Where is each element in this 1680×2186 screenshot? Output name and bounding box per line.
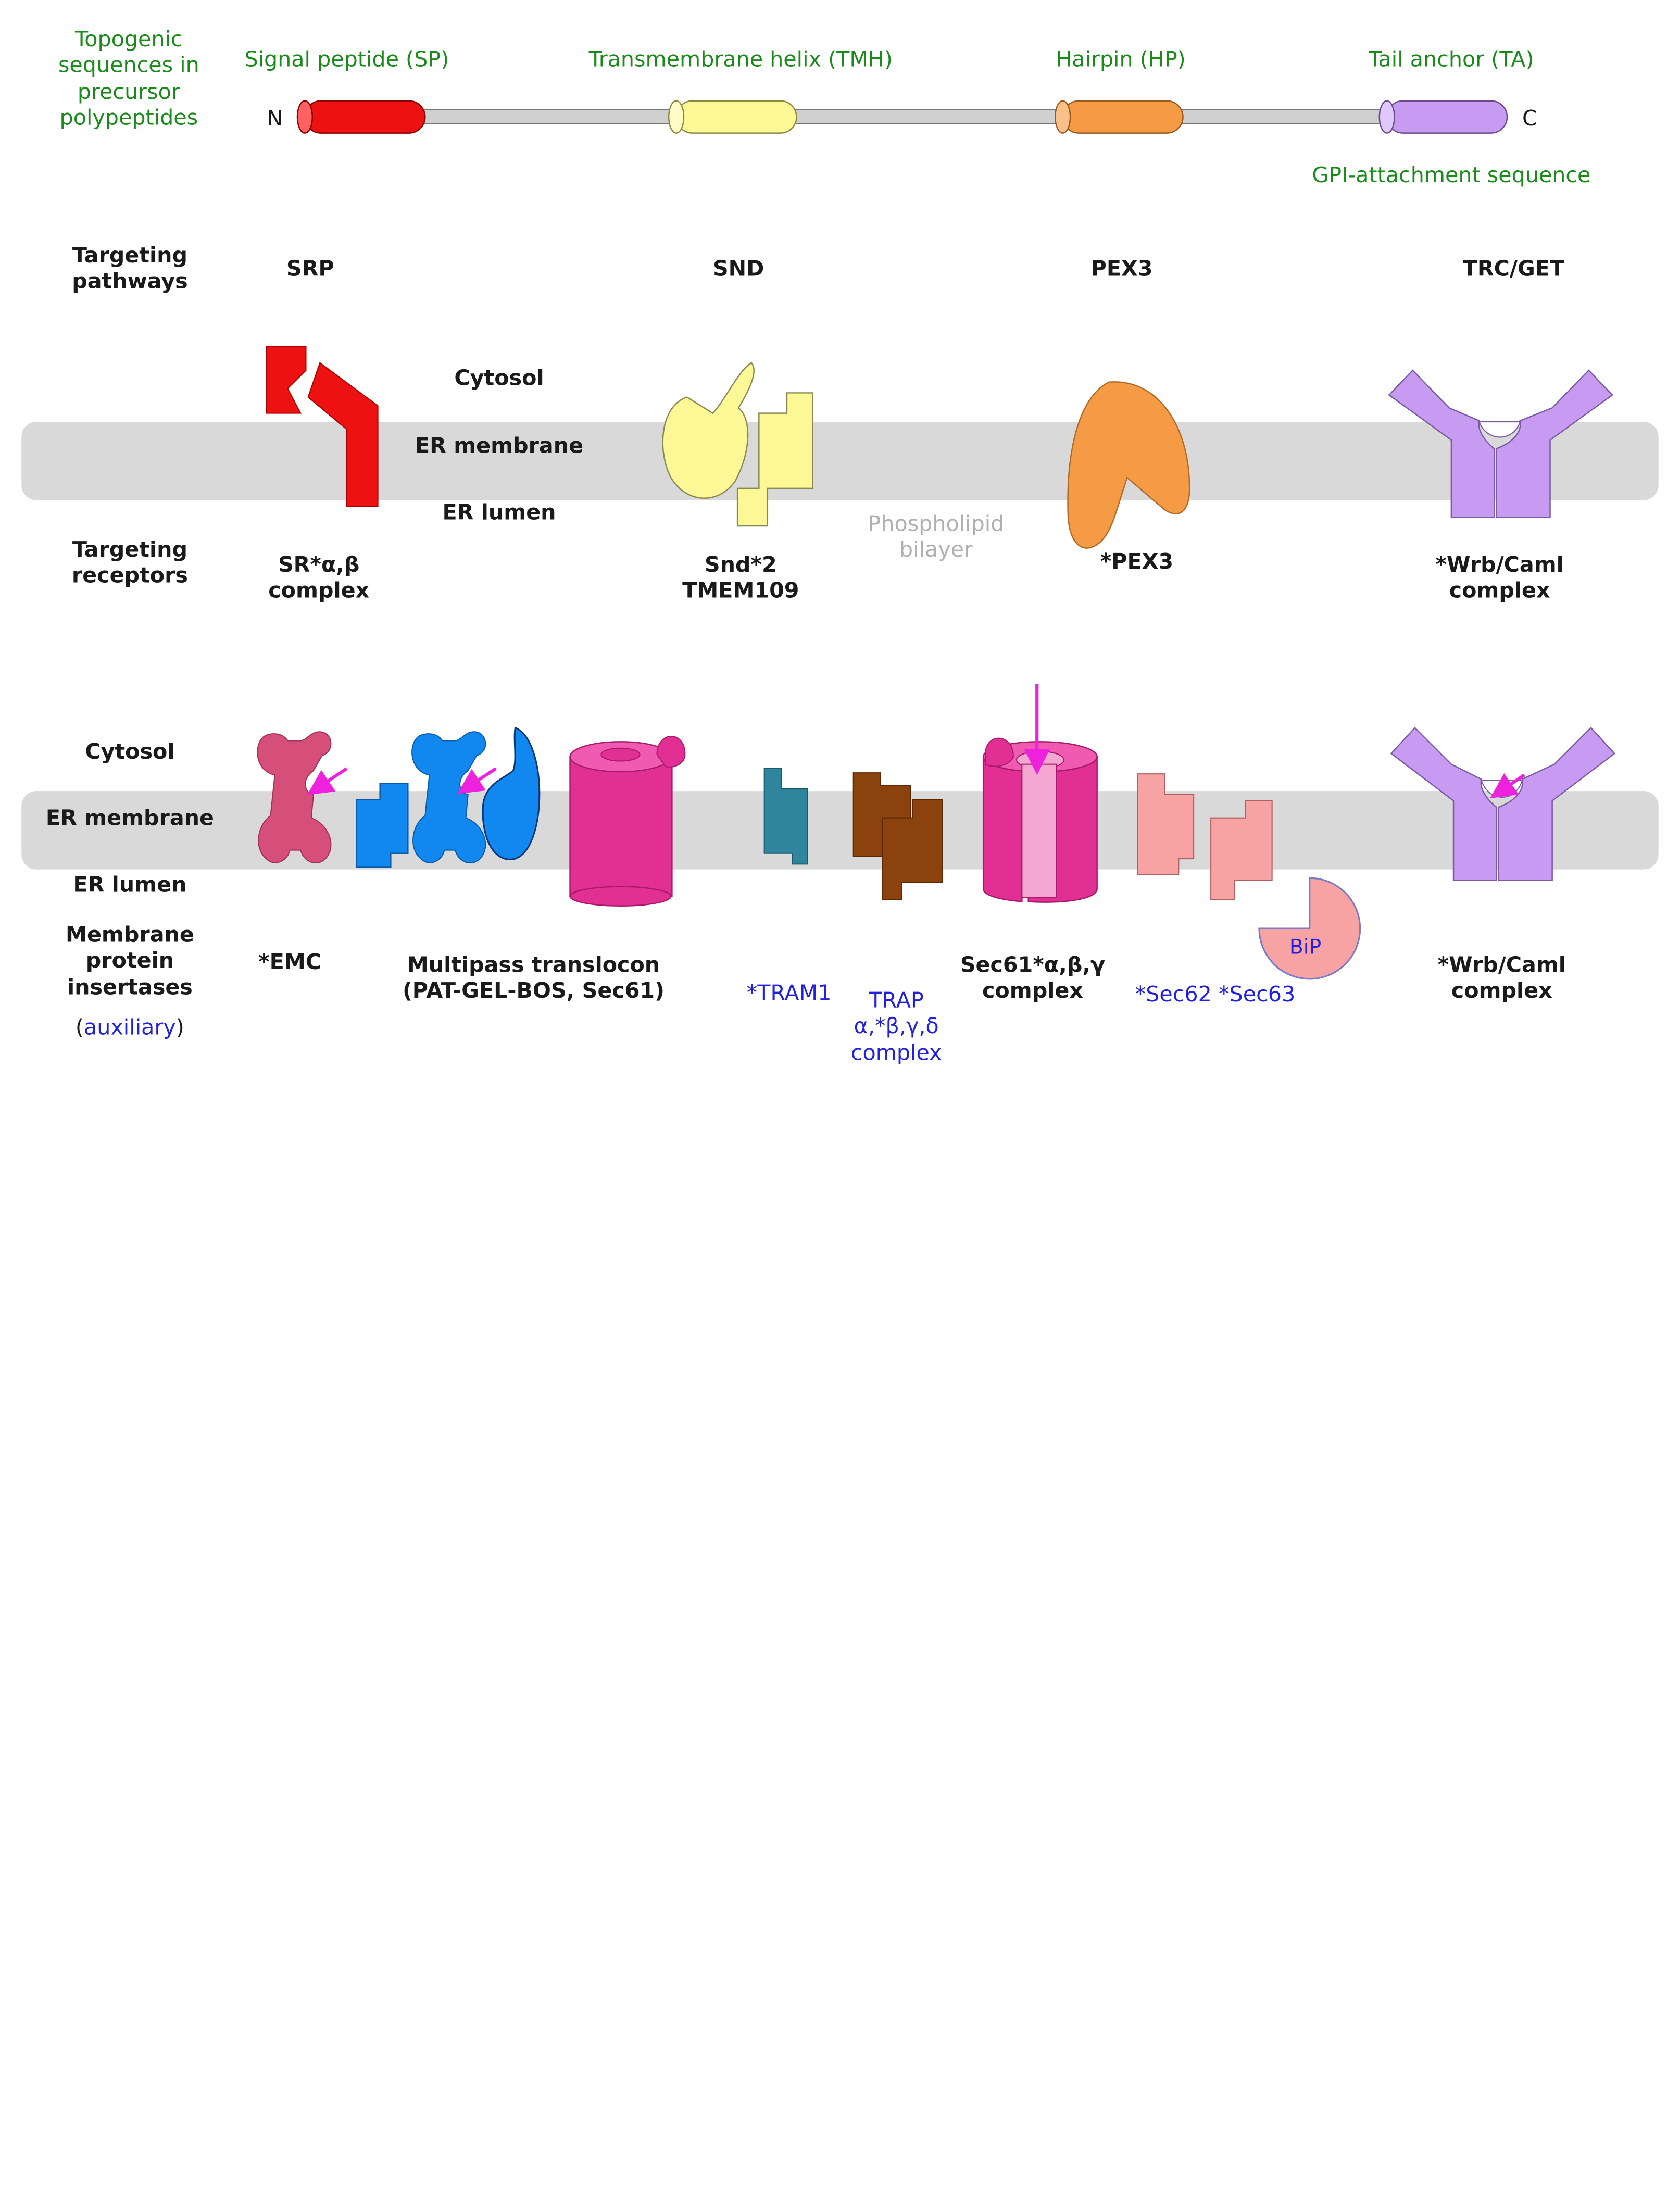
insertion-arrow-icon bbox=[457, 767, 497, 794]
receptor-sr: SR*α,β complex bbox=[268, 551, 370, 604]
er-membrane-label-top: ER membrane bbox=[415, 432, 584, 458]
targeting-receptors-heading: Targeting receptors bbox=[71, 536, 188, 588]
auxiliary-sec62-sec63: *Sec62 *Sec63 bbox=[1135, 981, 1296, 1007]
pex3-receptor-shape bbox=[1067, 381, 1190, 549]
bip-label: BiP bbox=[1289, 935, 1322, 959]
cytosol-label-top: Cytosol bbox=[454, 365, 544, 391]
targeting-pathways-heading: Targeting pathways bbox=[72, 242, 188, 294]
sec61-channel-shape bbox=[982, 737, 1098, 903]
c-terminus-label: C bbox=[1522, 105, 1537, 131]
polypeptide-backbone bbox=[305, 109, 1487, 124]
gpi-label: GPI-attachment sequence bbox=[1312, 161, 1591, 188]
insertase-emc: *EMC bbox=[258, 948, 322, 975]
trap-complex-shape bbox=[852, 772, 943, 900]
auxiliary-word: auxiliary bbox=[84, 1014, 176, 1040]
emc-shape bbox=[257, 731, 332, 863]
signal-peptide-label: Signal peptide (SP) bbox=[244, 46, 449, 72]
sr-receptor-shape bbox=[266, 346, 379, 507]
multipass-cylinder-shape bbox=[569, 736, 686, 907]
tail-anchor-label: Tail anchor (TA) bbox=[1369, 46, 1534, 72]
auxiliary-heading-line: (auxiliary) bbox=[76, 1014, 184, 1040]
auxiliary-trap: TRAP α,*β,γ,δ complex bbox=[850, 987, 942, 1065]
er-lumen-label-top: ER lumen bbox=[442, 499, 556, 525]
pathway-srp: SRP bbox=[286, 255, 334, 281]
tram1-shape bbox=[763, 768, 808, 865]
tmh-cylinder bbox=[668, 100, 797, 134]
er-membrane-label-bottom: ER membrane bbox=[45, 805, 214, 831]
wrb-caml-receptor-top bbox=[1388, 369, 1613, 518]
insertase-sec61: Sec61*α,β,γ complex bbox=[960, 951, 1106, 1004]
insertases-heading: Membrane protein insertases bbox=[65, 921, 194, 1000]
aux-paren-open: ( bbox=[75, 1014, 84, 1040]
insertion-arrow-icon bbox=[1490, 773, 1525, 799]
sec62-sec63-shapes bbox=[1137, 773, 1273, 900]
auxiliary-tram1: *TRAM1 bbox=[746, 979, 832, 1006]
receptor-pex3: *PEX3 bbox=[1100, 548, 1174, 574]
topogenic-heading: Topogenic sequences in precursor polypep… bbox=[58, 26, 199, 131]
pathway-pex3: PEX3 bbox=[1090, 255, 1153, 281]
translocon-dumbbell-shape bbox=[411, 731, 486, 863]
precursor-polypeptide bbox=[296, 100, 1508, 134]
diagram-canvas bbox=[21, 100, 1659, 980]
signal-peptide-cylinder bbox=[296, 100, 426, 134]
hairpin-cylinder bbox=[1055, 100, 1184, 134]
bip-shape bbox=[1258, 877, 1361, 980]
tmh-label: Transmembrane helix (TMH) bbox=[588, 46, 893, 72]
pathway-trc-get: TRC/GET bbox=[1462, 255, 1565, 281]
er-membrane-band-top bbox=[21, 422, 1659, 500]
insertase-multipass-translocon: Multipass translocon (PAT-GEL-BOS, Sec61… bbox=[402, 951, 665, 1004]
phospholipid-bilayer-label: Phospholipid bilayer bbox=[868, 510, 1005, 563]
n-terminus-label: N bbox=[267, 105, 283, 131]
receptor-wrb-caml: *Wrb/Caml complex bbox=[1435, 551, 1564, 604]
snd2-receptor-shape bbox=[662, 362, 813, 527]
cytosol-label-bottom: Cytosol bbox=[85, 738, 175, 764]
insertion-arrow-icon bbox=[307, 767, 348, 795]
er-lumen-label-bottom: ER lumen bbox=[73, 871, 187, 897]
pathway-snd: SND bbox=[712, 255, 764, 281]
translocon-crescent-shape bbox=[482, 726, 541, 860]
insertase-wrb-caml: *Wrb/Caml complex bbox=[1437, 951, 1566, 1004]
receptor-snd2: Snd*2 TMEM109 bbox=[682, 551, 799, 604]
aux-paren-close: ) bbox=[175, 1014, 184, 1040]
translocon-small-block bbox=[356, 783, 409, 868]
hairpin-label: Hairpin (HP) bbox=[1056, 46, 1186, 72]
tail-anchor-cylinder bbox=[1378, 100, 1508, 134]
